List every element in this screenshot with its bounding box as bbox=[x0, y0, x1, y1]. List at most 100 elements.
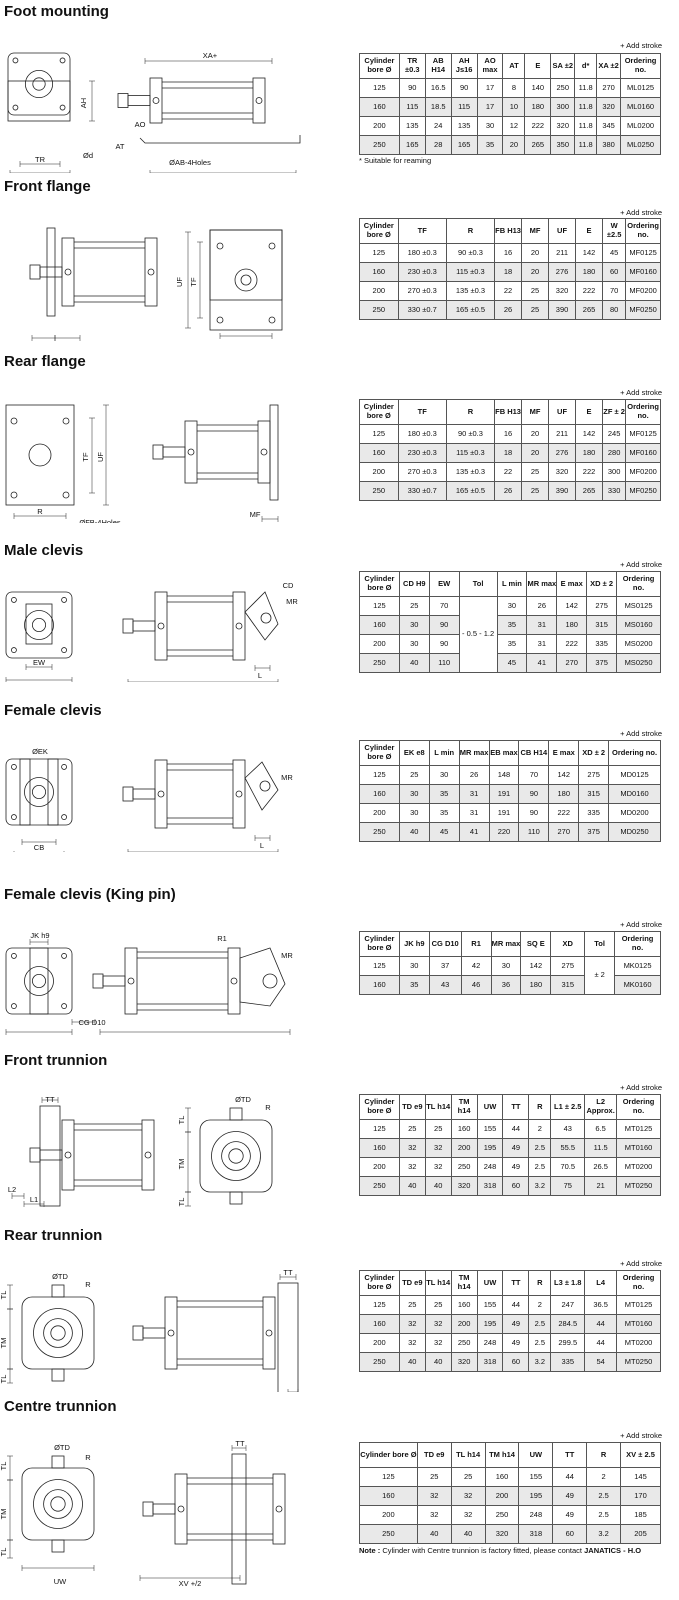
column-header: L1 ± 2.5 bbox=[550, 1094, 586, 1120]
table-cell: 320 bbox=[550, 116, 576, 136]
table-cell: MT0200 bbox=[616, 1333, 661, 1353]
dimension-label: R bbox=[37, 507, 43, 516]
table-cell: 222 bbox=[548, 803, 580, 823]
dimension-label: TM bbox=[0, 1509, 8, 1520]
table-cell: 20 bbox=[521, 424, 550, 444]
table-cell: 32 bbox=[416, 1486, 452, 1506]
table-cell: 25 bbox=[521, 481, 550, 501]
table-cell: 330 ±0.7 bbox=[397, 300, 447, 320]
dimension-label: AO bbox=[135, 120, 146, 129]
table-cell: 180 bbox=[524, 97, 552, 117]
dimension-label: ØTD bbox=[52, 1272, 68, 1281]
add-stroke-note: + Add stroke bbox=[620, 560, 662, 569]
table-cell: 30 bbox=[398, 956, 430, 976]
add-stroke-note: + Add stroke bbox=[620, 1259, 662, 1268]
drawing-svg: CDMREWSQ ELXD + bbox=[5, 581, 298, 682]
dimension-label: TL bbox=[0, 1291, 8, 1300]
dimension-label: TT bbox=[45, 1095, 55, 1104]
table-cell: MS0160 bbox=[616, 615, 661, 635]
table-cell: 248 bbox=[476, 1333, 504, 1353]
column-header: Cylinder bore Ø bbox=[359, 218, 399, 244]
table-cell: 18 bbox=[494, 262, 523, 282]
table-cell: 49 bbox=[502, 1314, 530, 1334]
table-cell: 32 bbox=[398, 1157, 426, 1177]
column-header: Cylinder bore Ø bbox=[359, 53, 400, 79]
table-cell: 44 bbox=[502, 1295, 530, 1315]
table-cell: 49 bbox=[552, 1486, 588, 1506]
add-stroke-note: + Add stroke bbox=[620, 920, 662, 929]
dimension-label: XV +/2 bbox=[179, 1579, 202, 1588]
column-header: TD e9 bbox=[416, 1442, 452, 1468]
column-header: TD e9 bbox=[398, 1270, 426, 1296]
table-cell: 44 bbox=[584, 1333, 618, 1353]
dimension-label: TL bbox=[177, 1198, 186, 1207]
section-title: Rear flange bbox=[4, 353, 86, 370]
column-header: EB max bbox=[488, 740, 520, 766]
column-header: TL h14 bbox=[424, 1270, 452, 1296]
table-cell: 11.5 bbox=[584, 1138, 618, 1158]
table-cell: 248 bbox=[518, 1505, 554, 1525]
table-cell: 320 bbox=[450, 1176, 478, 1196]
table-cell: MT0160 bbox=[616, 1138, 661, 1158]
table-cell: 160 bbox=[450, 1295, 478, 1315]
table-cell: 275 bbox=[550, 956, 586, 976]
column-header: W ±2.5 bbox=[602, 218, 627, 244]
table-cell: 21 bbox=[584, 1176, 618, 1196]
table-cell: 75 bbox=[550, 1176, 586, 1196]
table-cell: 25 bbox=[424, 1295, 452, 1315]
technical-drawing: ØTDRTLTMTLTTUWL3+L4 bbox=[0, 1247, 345, 1392]
table-cell: 90 bbox=[518, 803, 550, 823]
technical-drawing: ØEKMRCBEBSQ ELXD + bbox=[0, 722, 345, 852]
table-cell: 32 bbox=[398, 1314, 426, 1334]
column-header: Cylinder bore Ø bbox=[359, 1442, 418, 1468]
dimension-label: TM bbox=[0, 1338, 8, 1349]
table-cell: 44 bbox=[552, 1467, 588, 1487]
table-cell: 26 bbox=[458, 765, 490, 785]
column-header: E bbox=[524, 53, 552, 79]
table-cell: 30 bbox=[428, 765, 460, 785]
table-cell: 2.5 bbox=[586, 1505, 622, 1525]
column-header: TT bbox=[502, 1094, 530, 1120]
table-cell: 222 bbox=[575, 462, 604, 482]
table-cell: 70 bbox=[428, 596, 460, 616]
drawing-svg: ØEKMRCBEBSQ ELXD + bbox=[5, 747, 293, 852]
section-front-flange: Front flangeWMFUFTFREØFB-4Holes+ Add str… bbox=[0, 178, 679, 343]
table-cell: 135 bbox=[398, 116, 426, 136]
table-cell: 275 bbox=[578, 765, 610, 785]
column-header: EW bbox=[428, 571, 460, 597]
table-cell: 320 bbox=[548, 462, 577, 482]
table-cell: 191 bbox=[488, 803, 520, 823]
table-cell: 32 bbox=[424, 1138, 452, 1158]
table-cell: 6.5 bbox=[584, 1119, 618, 1139]
table-cell: 160 bbox=[359, 262, 399, 282]
table-cell: MF0160 bbox=[625, 443, 661, 463]
table-cell: MD0125 bbox=[608, 765, 661, 785]
table-cell: 25 bbox=[521, 300, 550, 320]
factory-fit-note: Note : Cylinder with Centre trunnion is … bbox=[359, 1546, 641, 1555]
table-cell: 41 bbox=[458, 822, 490, 842]
table-cell: 31 bbox=[458, 784, 490, 804]
table-cell: 195 bbox=[476, 1314, 504, 1334]
table-cell: ML0160 bbox=[620, 97, 661, 117]
table-cell: 35 bbox=[476, 135, 504, 155]
table-cell: 20 bbox=[521, 443, 550, 463]
add-stroke-note: + Add stroke bbox=[620, 41, 662, 50]
dimension-label: L1 bbox=[30, 1195, 38, 1204]
table-cell: 270 ±0.3 bbox=[397, 462, 447, 482]
table-cell: - 0.5 - 1.2 bbox=[458, 596, 498, 673]
table-cell: 11.8 bbox=[574, 78, 598, 98]
table-cell: 200 bbox=[450, 1138, 478, 1158]
table-cell: 43 bbox=[428, 975, 462, 995]
table-cell: 125 bbox=[359, 243, 399, 263]
table-cell: 160 bbox=[484, 1467, 520, 1487]
